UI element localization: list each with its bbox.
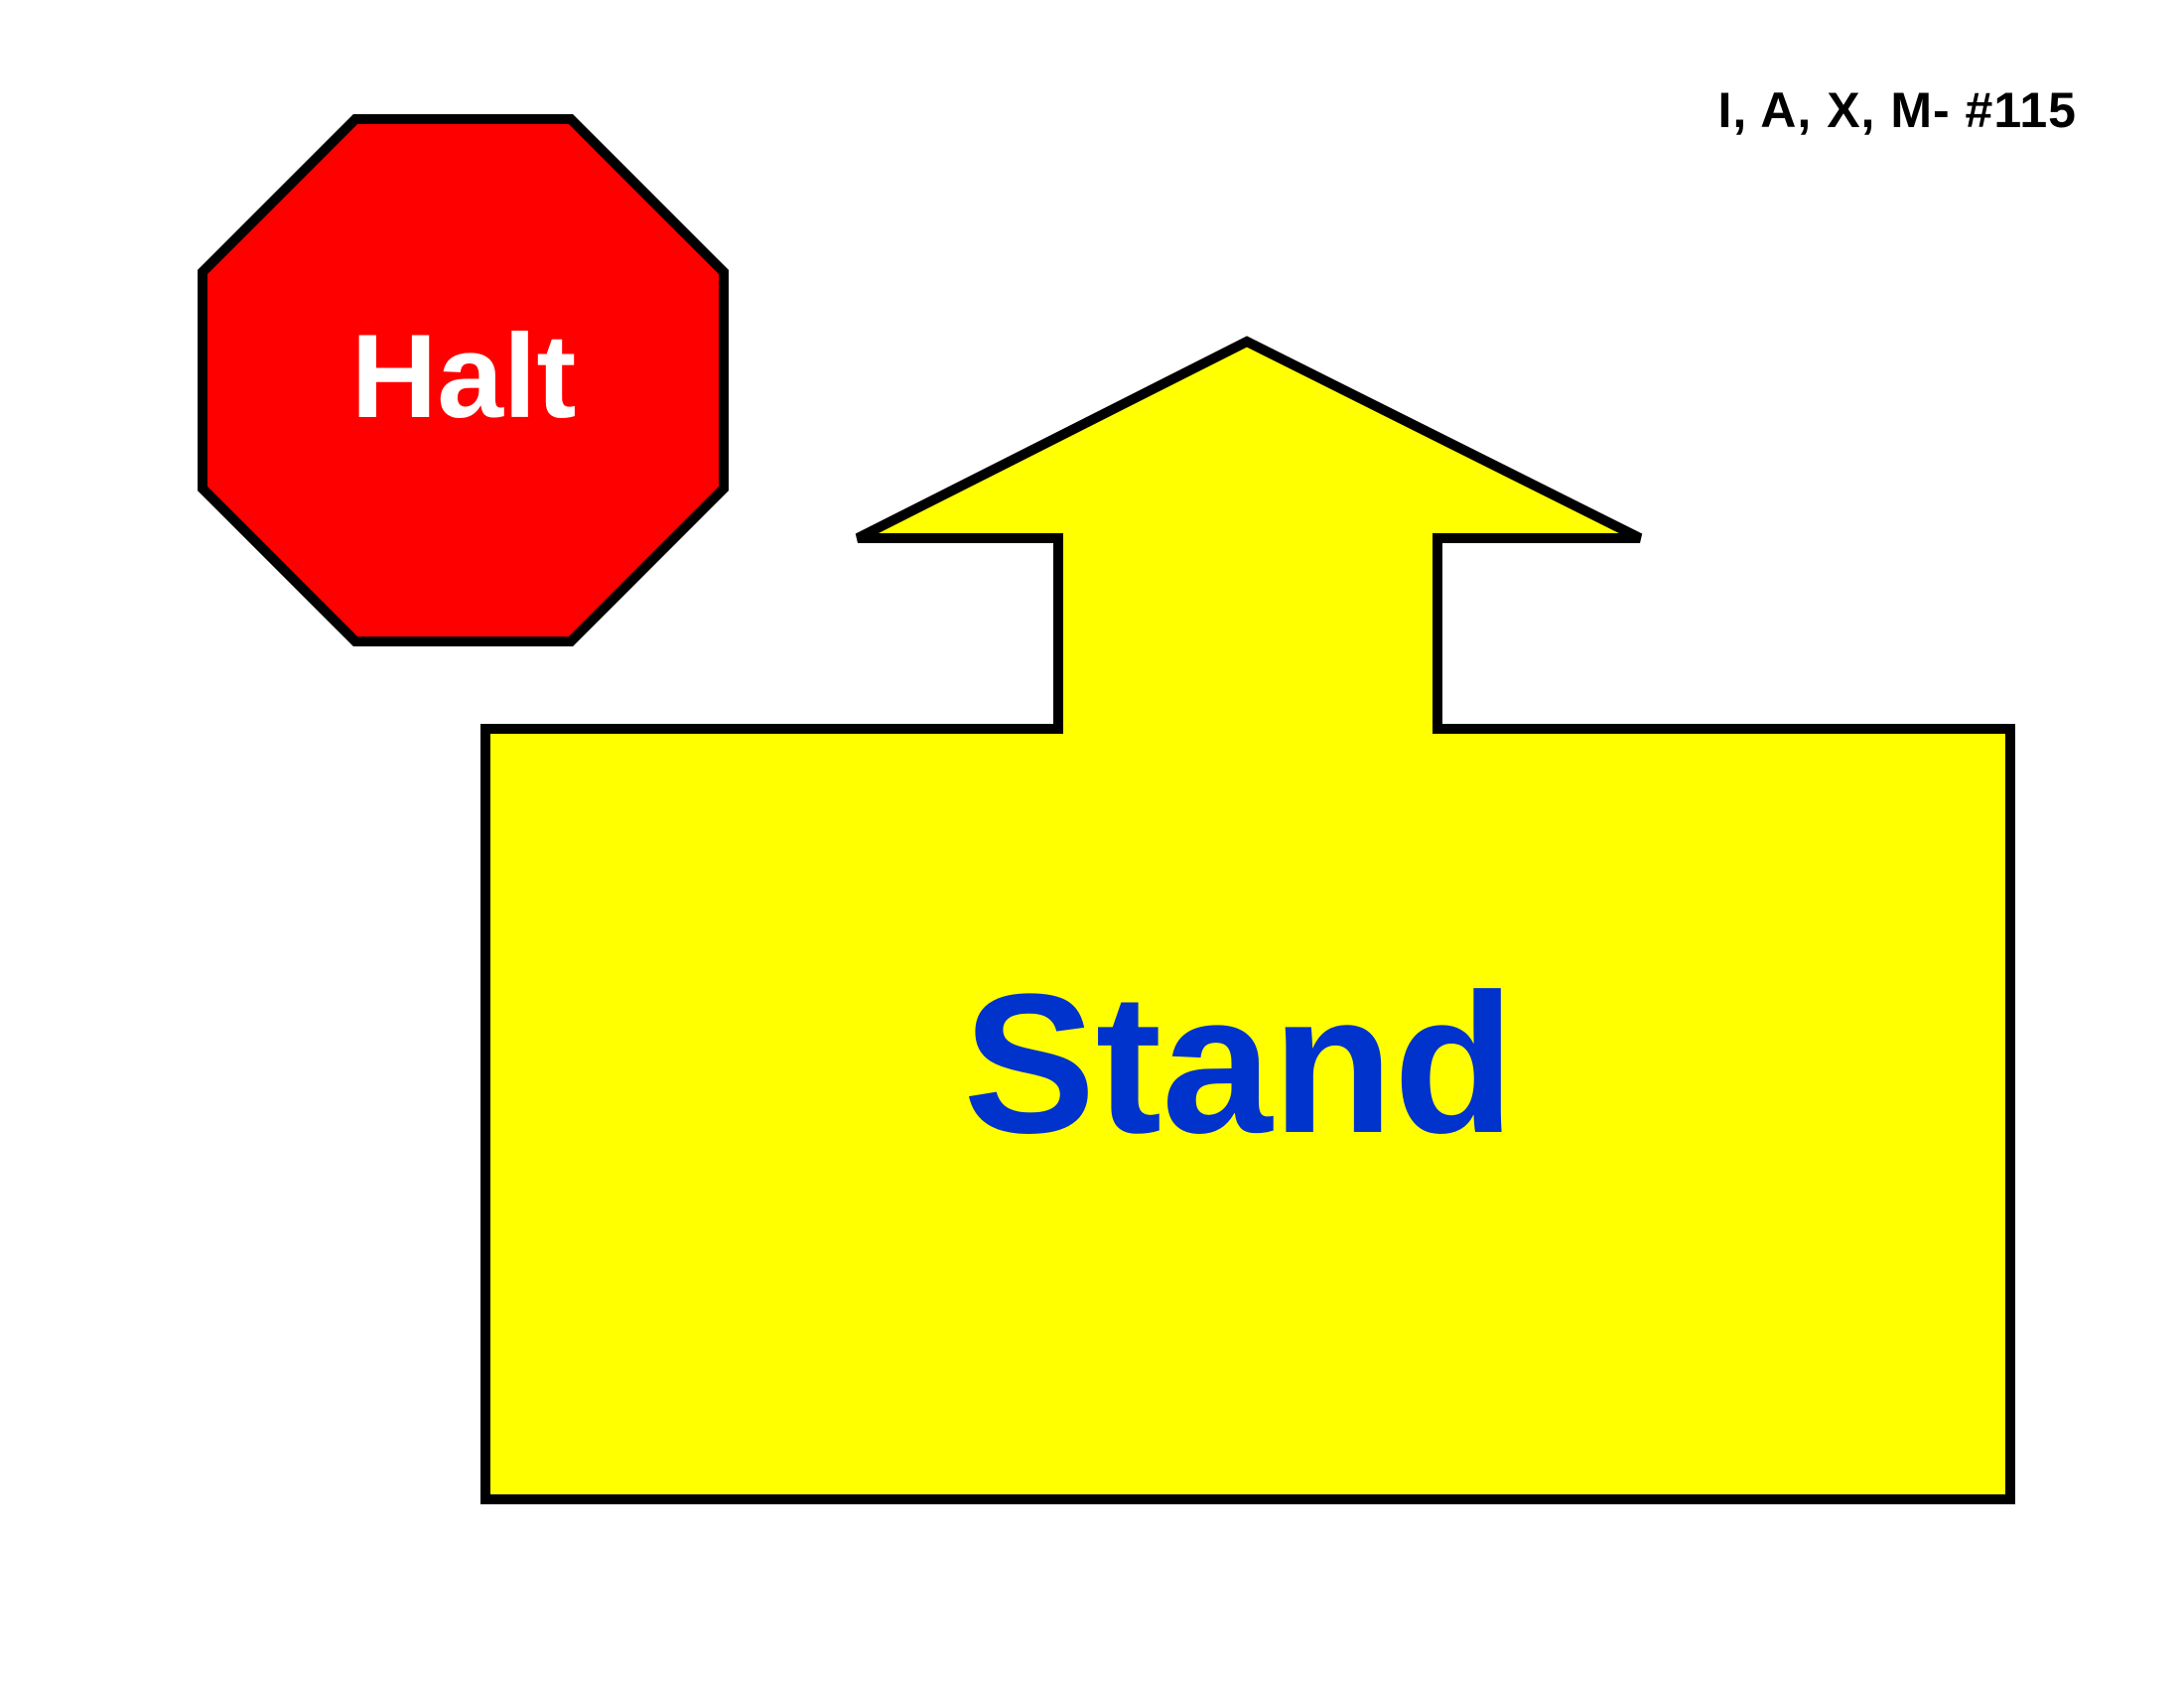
- stand-label: Stand: [963, 953, 1515, 1175]
- halt-label: Halt: [351, 310, 577, 443]
- stand-arrow-box-shape: [480, 336, 2015, 1504]
- halt-sign: Halt: [198, 114, 729, 646]
- stand-sign: Stand: [480, 336, 2015, 1504]
- sign-code-label: I, A, X, M- #115: [1717, 82, 2077, 138]
- halt-octagon-shape: [198, 114, 729, 646]
